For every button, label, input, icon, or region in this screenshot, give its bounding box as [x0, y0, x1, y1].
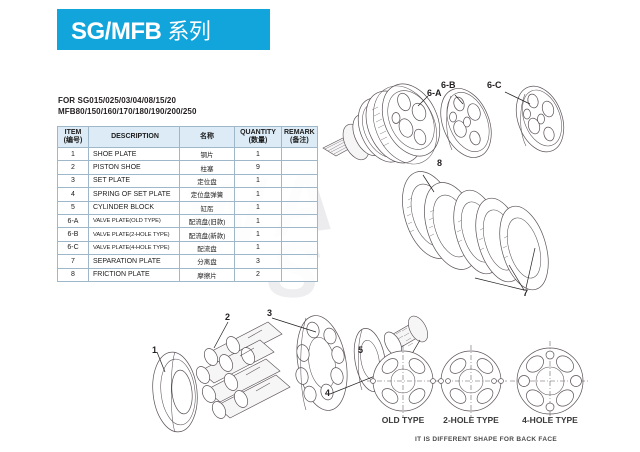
cell-item: 7 — [57, 254, 89, 269]
cell-name-cn: 分离盘 — [179, 254, 235, 269]
callout-6a: 6-A — [427, 88, 442, 98]
callout-6c: 6-C — [487, 80, 502, 90]
cell-name-cn: 缸厒 — [179, 200, 235, 215]
cell-item: 8 — [57, 267, 89, 282]
cell-description: FRICTION PLATE — [88, 267, 180, 282]
callout-2: 2 — [225, 312, 231, 322]
part-6a-valve-plate-assembly — [322, 83, 441, 165]
cell-description: VALVE PLATE(OLD TYPE) — [88, 213, 180, 229]
column-header-item-en: ITEM — [64, 128, 82, 136]
leader-6a — [417, 95, 429, 107]
part-6b-valve-plate — [440, 88, 492, 158]
legend-diagram-2-hole-type — [435, 345, 507, 417]
parts-table: ITEM (编号) DESCRIPTION 名称 QUANTITY (数量) R… — [57, 126, 318, 282]
callout-3: 3 — [267, 308, 273, 318]
column-header-item: ITEM (编号) — [57, 126, 89, 148]
callout-8: 8 — [437, 158, 443, 168]
cell-quantity: 1 — [234, 173, 282, 189]
cell-item: 2 — [57, 160, 89, 175]
cell-quantity: 1 — [234, 187, 282, 202]
legend-diagram-old-type — [367, 345, 439, 417]
cell-name-cn: 柱塞 — [179, 160, 235, 175]
cell-description: SPRING OF SET PLATE — [88, 187, 180, 202]
column-header-name-cn: 名称 — [179, 126, 235, 148]
legend-diagram-4-hole-type — [510, 341, 590, 421]
cell-item: 5 — [57, 200, 89, 215]
legend-note: IT IS DIFFERENT SHAPE FOR BACK FACE — [415, 436, 557, 443]
column-header-remark-cn: (备注) — [290, 137, 309, 144]
leader-6c — [504, 91, 531, 105]
cell-quantity: 1 — [234, 227, 282, 242]
cell-quantity: 1 — [234, 213, 282, 229]
cell-quantity: 9 — [234, 160, 282, 175]
leader-6b — [454, 94, 464, 105]
leader-3 — [271, 317, 317, 333]
cell-description: VALVE PLATE(2-HOLE TYPE) — [88, 227, 180, 242]
cell-remark — [281, 267, 318, 282]
page-title-main: SG/MFB — [71, 17, 162, 45]
leader-8 — [422, 174, 435, 193]
cell-description: PISTON SHOE — [88, 160, 180, 175]
callout-6b: 6-B — [441, 80, 456, 90]
cell-remark — [281, 187, 318, 202]
legend-caption-2-hole-type: 2-HOLE TYPE — [443, 415, 499, 425]
column-header-item-cn: (编号) — [63, 137, 83, 144]
cell-name-cn: 钢片 — [179, 146, 235, 162]
spec-line-1: FOR SG015/025/03/04/08/15/20 — [58, 96, 176, 105]
part-3-set-plate — [295, 315, 348, 411]
legend-caption-4-hole-type: 4-HOLE TYPE — [522, 415, 578, 425]
cell-remark — [281, 160, 318, 175]
column-header-remark-en: REMARK — [284, 128, 315, 136]
part-1-shoe-plate — [152, 351, 198, 433]
column-header-quantity-cn: (数量) — [248, 137, 268, 144]
page-title-cjk: 系列 — [167, 18, 211, 44]
leader-4 — [329, 375, 376, 395]
leader-2 — [213, 321, 229, 349]
cell-name-cn: 定位盘弹簧 — [179, 187, 235, 202]
table-header-row: ITEM (编号) DESCRIPTION 名称 QUANTITY (数量) R… — [57, 126, 318, 148]
part-5-cylinder-block-shaft — [383, 315, 428, 357]
spec-line-2: MFB80/150/160/170/180/190/200/250 — [58, 106, 197, 116]
callout-4: 4 — [325, 388, 331, 398]
part-2-piston-shoes — [195, 321, 291, 419]
spec-model-list: FOR SG015/025/03/04/08/15/20 MFB80/150/1… — [58, 96, 197, 117]
cell-remark — [281, 240, 318, 256]
callout-5: 5 — [358, 345, 364, 355]
legend-caption-old-type: OLD TYPE — [381, 415, 425, 425]
cell-remark — [281, 173, 318, 189]
part-6c-valve-plate — [515, 85, 565, 153]
cell-item: 6-B — [57, 227, 89, 242]
callout-1: 1 — [152, 345, 158, 355]
column-header-remark: REMARK (备注) — [281, 126, 318, 148]
column-header-quantity-en: QUANTITY — [240, 128, 276, 136]
cell-remark — [281, 254, 318, 269]
cell-description: VALVE PLATE(4-HOLE TYPE) — [88, 240, 180, 256]
cell-description: SHOE PLATE — [88, 146, 180, 162]
cell-quantity: 1 — [234, 200, 282, 215]
leader-1 — [156, 351, 166, 373]
cell-quantity: 3 — [234, 254, 282, 269]
cell-name-cn: 配流盘 — [179, 240, 235, 256]
part-7-separation-plates — [453, 189, 549, 291]
callout-7: 7 — [523, 288, 529, 298]
column-header-description: DESCRIPTION — [88, 126, 180, 148]
cell-quantity: 2 — [234, 267, 282, 282]
